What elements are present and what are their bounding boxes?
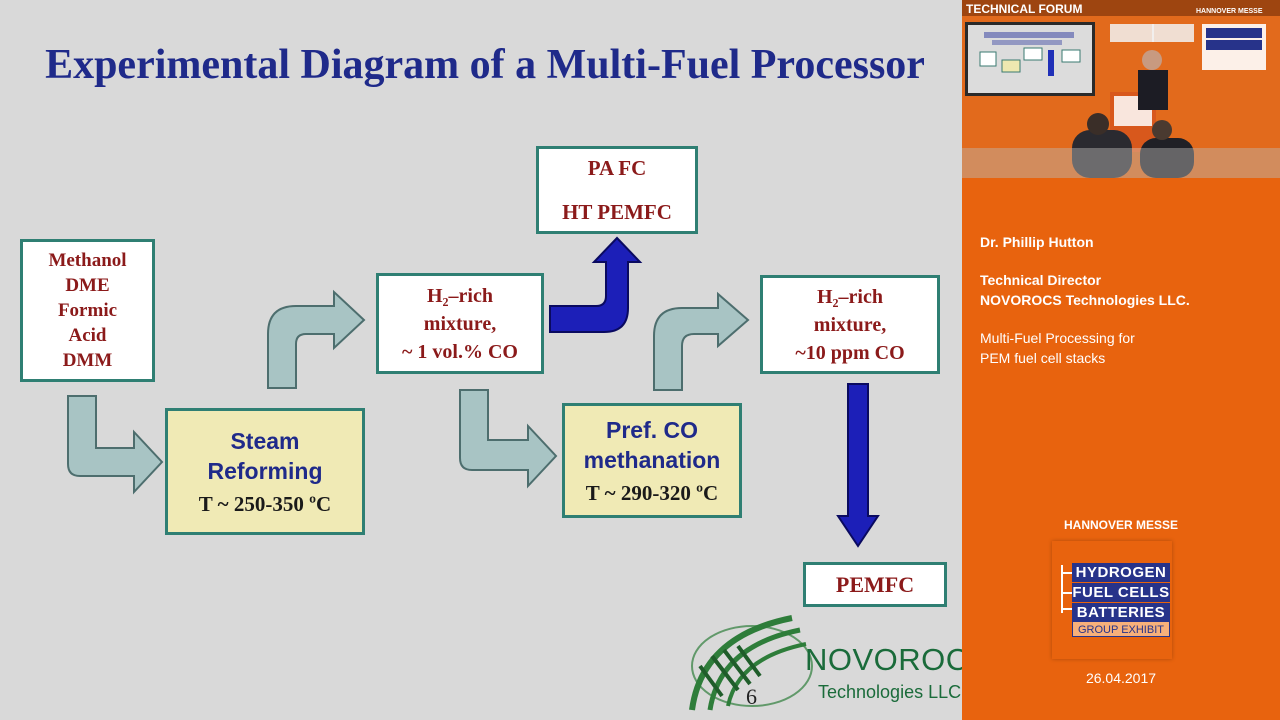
steam-reforming-label-2: Reforming bbox=[207, 458, 323, 484]
h2-rich-mixture-1-box: H₂–rich mixture, ~ 1 vol.% CO bbox=[376, 273, 544, 374]
pemfc-label: PEMFC bbox=[835, 571, 915, 597]
pafc-line2: HT PEMFC bbox=[562, 200, 672, 224]
sidebar-panel: TECHNICAL FORUM HANNOVER MESSE Dr. Phill… bbox=[962, 0, 1280, 720]
novorocs-logo-icon bbox=[689, 615, 813, 711]
h2-rich-mixture-2-box: H₂–rich mixture, ~10 ppm CO bbox=[760, 275, 940, 374]
arrow-methanation-to-h2rich2 bbox=[653, 291, 750, 391]
feedstock-dme: DME bbox=[65, 275, 110, 296]
methanation-label-1: Pref. CO bbox=[605, 417, 699, 443]
steam-reforming-box: Steam Reforming T ~ 250-350 ºC bbox=[165, 408, 365, 535]
talk-title-line1: Multi-Fuel Processing for bbox=[980, 330, 1135, 346]
feedstock-formic: Formic bbox=[57, 300, 118, 321]
pafc-box: PA FC HT PEMFC bbox=[536, 146, 698, 234]
event-date: 26.04.2017 bbox=[1085, 670, 1157, 686]
arrow-h2rich2-to-pemfc bbox=[836, 383, 880, 548]
arrow-h2rich-to-pafc bbox=[549, 236, 643, 333]
group-exhibit-logo: HYDROGEN FUEL CELLS BATTERIES GROUP EXHI… bbox=[1052, 541, 1172, 659]
speaker-role-title: Technical Director bbox=[980, 272, 1102, 288]
h2-rich-2-line2: mixture, bbox=[813, 313, 887, 336]
video-brand: HANNOVER MESSE bbox=[1196, 8, 1263, 15]
talk-title-line2: PEM fuel cell stacks bbox=[980, 350, 1106, 366]
arrow-h2rich-to-methanation bbox=[459, 389, 558, 489]
arrow-reforming-to-h2rich bbox=[267, 289, 366, 389]
exhibit-fuel-cells: FUEL CELLS bbox=[1072, 583, 1170, 602]
h2-rich-1-line2: mixture, bbox=[423, 312, 497, 335]
flow-arrows bbox=[67, 236, 880, 548]
steam-reforming-label-1: Steam bbox=[230, 428, 300, 454]
pemfc-box: PEMFC bbox=[803, 562, 947, 607]
slide-title: Experimental Diagram of a Multi-Fuel Pro… bbox=[45, 42, 925, 88]
event-name: HANNOVER MESSE bbox=[1063, 518, 1179, 532]
feedstock-methanol: Methanol bbox=[48, 250, 127, 271]
talk-title: Multi-Fuel Processing for PEM fuel cell … bbox=[980, 328, 1190, 368]
feedstock-acid: Acid bbox=[68, 325, 107, 346]
speaker-role: Technical Director NOVOROCS Technologies… bbox=[980, 270, 1190, 310]
logo-name: NOVOROCS bbox=[805, 642, 962, 677]
speaker-video-feed: TECHNICAL FORUM HANNOVER MESSE bbox=[962, 0, 1280, 178]
speaker-info: Dr. Phillip Hutton Technical Director NO… bbox=[980, 232, 1190, 368]
methanation-label-2: methanation bbox=[583, 447, 721, 473]
exhibit-connector-icon bbox=[1061, 565, 1072, 613]
feedstock-box: Methanol DME Formic Acid DMM bbox=[20, 239, 155, 382]
steam-reforming-temp: T ~ 250-350 ºC bbox=[198, 492, 332, 516]
pafc-line1: PA FC bbox=[587, 156, 647, 180]
arrow-feed-to-reforming bbox=[67, 395, 164, 495]
h2-rich-2-line1: H₂–rich bbox=[817, 285, 883, 308]
slide-number: 6 bbox=[746, 684, 757, 709]
speaker-name: Dr. Phillip Hutton bbox=[980, 234, 1094, 250]
h2-rich-2-line3: ~10 ppm CO bbox=[795, 341, 905, 364]
video-header: TECHNICAL FORUM bbox=[966, 2, 1082, 16]
methanation-temp: T ~ 290-320 ºC bbox=[585, 481, 719, 505]
exhibit-batteries: BATTERIES bbox=[1072, 603, 1170, 622]
speaker-company: NOVOROCS Technologies LLC. bbox=[980, 292, 1190, 308]
h2-rich-1-line3: ~ 1 vol.% CO bbox=[402, 340, 518, 363]
exhibit-group: GROUP EXHIBIT bbox=[1072, 621, 1170, 637]
feedstock-dmm: DMM bbox=[62, 350, 113, 371]
pref-co-methanation-box: Pref. CO methanation T ~ 290-320 ºC bbox=[562, 403, 742, 518]
h2-rich-1-line1: H₂–rich bbox=[427, 284, 493, 307]
logo-subtitle: Technologies LLC bbox=[818, 682, 962, 702]
exhibit-hydrogen: HYDROGEN bbox=[1072, 563, 1170, 582]
presentation-slide: Experimental Diagram of a Multi-Fuel Pro… bbox=[20, 42, 962, 711]
